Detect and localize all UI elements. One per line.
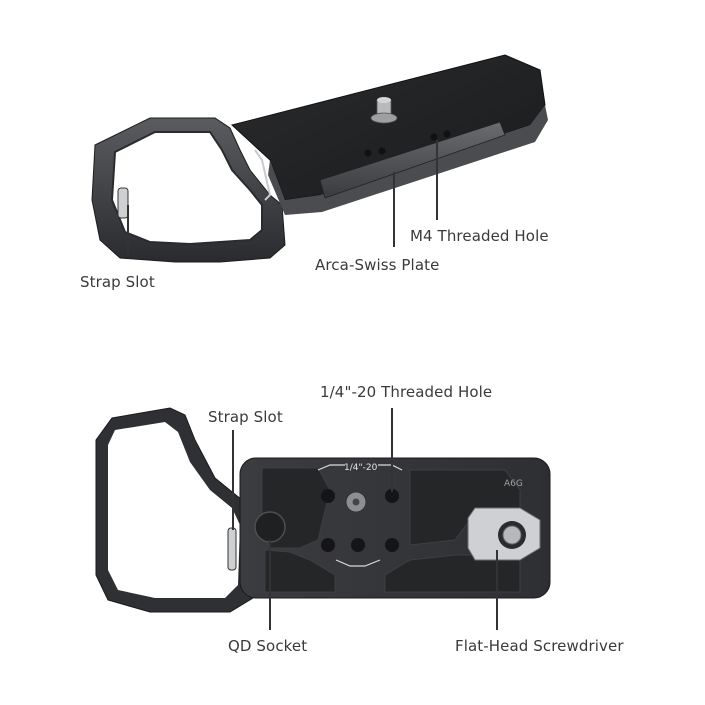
grip-frame [91,117,286,263]
leader-line-qd-socket [269,540,271,630]
label-qd-socket: QD Socket [228,637,308,655]
leader-line-m4-hole [436,140,438,220]
main-plate [230,54,548,215]
label-strap-slot-top: Strap Slot [80,273,155,291]
threaded-hole-side-2 [378,147,386,155]
m4-hole-2 [443,130,451,138]
leader-line-threaded-hole [391,408,393,492]
arca-swiss-plate [319,121,506,199]
leader-line-arca-swiss [393,172,395,247]
threaded-hole-5 [385,538,399,552]
strap-slot-bottom [227,527,237,571]
qd-socket [254,511,286,543]
m4-hole-1 [430,133,438,141]
threaded-hole-2 [385,489,399,503]
engraving-model: A6G [504,479,523,489]
label-strap-slot-bottom: Strap Slot [208,408,283,426]
threaded-hole-4 [351,538,365,552]
flat-head-screwdriver [467,507,541,561]
grip-loop-bottom [95,407,261,613]
strap-slot-top [117,187,129,219]
leader-line-strap-slot-top [127,205,129,255]
label-threaded-hole: 1/4"-20 Threaded Hole [320,383,493,401]
label-arca-swiss-plate: Arca-Swiss Plate [315,256,440,274]
threaded-hole-3 [321,538,335,552]
threaded-hole-side-1 [364,149,372,157]
threaded-hole-1 [321,489,335,503]
label-m4-threaded-hole: M4 Threaded Hole [410,227,549,245]
leader-line-strap-slot-bottom [232,430,234,530]
camera-screw [370,97,398,124]
base-plate [239,457,551,599]
leader-line-screwdriver [496,550,498,630]
label-screwdriver: Flat-Head Screwdriver [455,637,624,655]
engraving-size: 1/4"-20 [344,463,378,473]
